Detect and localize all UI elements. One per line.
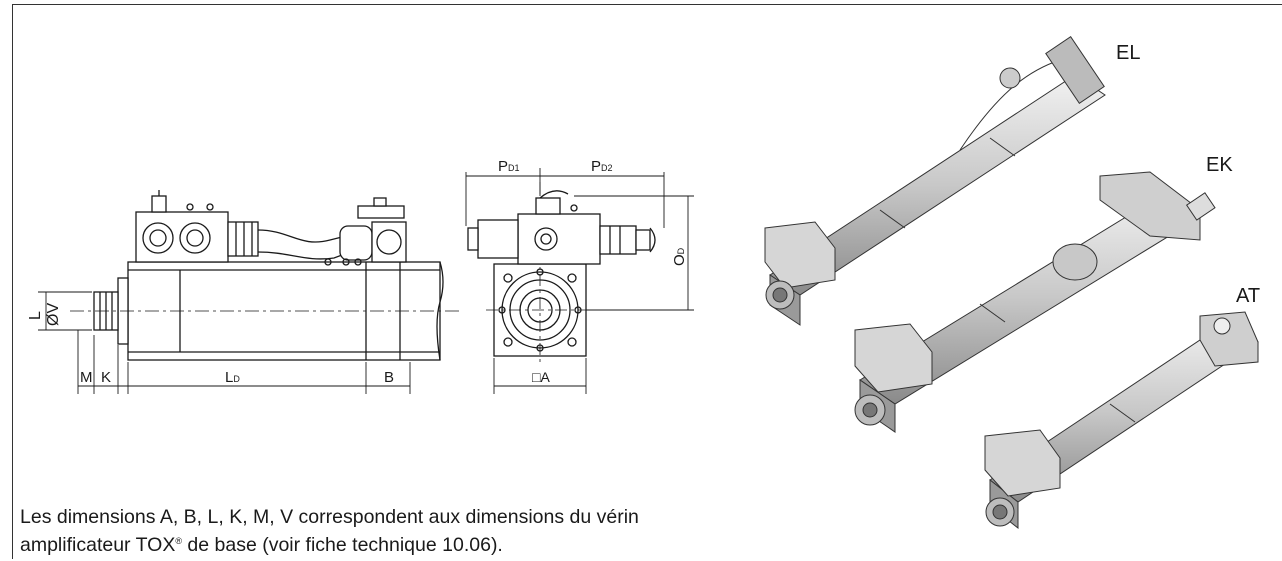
figure-frame	[12, 4, 1282, 559]
registered-mark: ®	[175, 536, 182, 546]
dim-od-label: OD	[671, 247, 688, 266]
dim-k-label: K	[101, 369, 111, 386]
caption-line-2: amplificateur TOX® de base (voir fiche t…	[20, 534, 503, 556]
caption-line-1: Les dimensions A, B, L, K, M, V correspo…	[20, 506, 639, 528]
dim-l-label: L	[27, 311, 44, 320]
dim-a-label: □A	[532, 369, 550, 385]
cylinder-label-ek: EK	[1206, 154, 1233, 176]
dim-pd2-label: PD2	[591, 158, 613, 175]
cylinder-el	[764, 36, 1106, 326]
cylinder-label-el: EL	[1116, 42, 1141, 64]
caption-text: Les dimensions A, B, L, K, M, V correspo…	[20, 505, 840, 557]
front-view	[467, 182, 656, 362]
dim-ld-label: LD	[225, 369, 240, 386]
cylinder-ek	[854, 171, 1216, 433]
dim-pd1-label: PD1	[498, 158, 520, 175]
front-view-dimensions	[465, 168, 694, 394]
cylinder-label-at: AT	[1236, 285, 1261, 307]
side-view	[70, 190, 460, 361]
side-view-dimensions	[38, 291, 411, 394]
dim-m-label: M	[80, 369, 93, 386]
dim-b-label: B	[384, 369, 394, 386]
cylinder-at	[984, 311, 1259, 530]
dim-v-label: ØV	[45, 303, 62, 326]
